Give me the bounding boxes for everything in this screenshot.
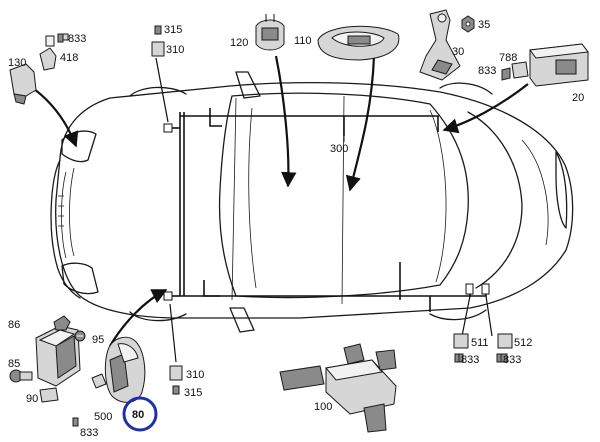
part-511-connector-icon (453, 333, 469, 363)
pin-833-icons (57, 33, 502, 427)
part-30-bracket-icon (419, 9, 461, 81)
label-300: 300 (330, 143, 348, 155)
part-20-control-unit-icon (529, 43, 589, 87)
label-310-bottom: 310 (186, 369, 204, 381)
leader-lines (29, 55, 529, 363)
highlight-circle-part-80 (122, 396, 158, 432)
part-120-module-icon (255, 14, 285, 51)
label-130: 130 (8, 57, 26, 69)
label-100: 100 (314, 401, 332, 413)
label-35: 35 (478, 19, 490, 31)
label-511: 511 (471, 337, 489, 349)
label-315-top: 315 (164, 24, 182, 36)
label-833-top-left: 833 (68, 33, 86, 45)
label-500: 500 (94, 411, 112, 423)
label-30: 30 (452, 46, 464, 58)
part-85-bolt-icon (9, 369, 33, 383)
part-310-connector-bottom-icon (169, 365, 183, 395)
part-512-connector-icon (497, 333, 513, 363)
label-310-top: 310 (166, 44, 184, 56)
label-512: 512 (514, 337, 532, 349)
part-788-connector-icon (501, 61, 529, 81)
label-20: 20 (572, 92, 584, 104)
label-833-bottom-right: 833 (503, 354, 521, 366)
label-833-top-right: 833 (478, 65, 496, 77)
wiring-harness (163, 108, 490, 312)
label-85: 85 (8, 358, 20, 370)
part-35-nut-icon (461, 15, 475, 33)
part-95-screw-icon (74, 330, 86, 342)
part-100-module-icon (279, 343, 397, 433)
label-110: 110 (294, 35, 312, 47)
part-110-dome-unit-icon (317, 25, 400, 61)
part-500-screw-icon (91, 373, 107, 389)
car-outline (50, 71, 574, 333)
label-86: 86 (8, 319, 20, 331)
label-788: 788 (499, 52, 517, 64)
label-833-bottom-left: 833 (80, 427, 98, 439)
label-418: 418 (60, 52, 78, 64)
label-833-bottom-mid: 833 (461, 354, 479, 366)
part-86-clip-icon (53, 315, 71, 331)
label-315-bottom: 315 (184, 387, 202, 399)
label-90: 90 (26, 393, 38, 405)
label-95: 95 (92, 334, 104, 346)
label-120: 120 (230, 37, 248, 49)
part-90-bracket-icon (35, 325, 81, 403)
part-80-sensor-icon (104, 336, 146, 403)
part-labels: 833 418 130 315 310 120 110 35 30 788 83… (8, 19, 584, 439)
part-310-connector-icon (151, 25, 165, 57)
label-80: 80 (132, 409, 144, 421)
